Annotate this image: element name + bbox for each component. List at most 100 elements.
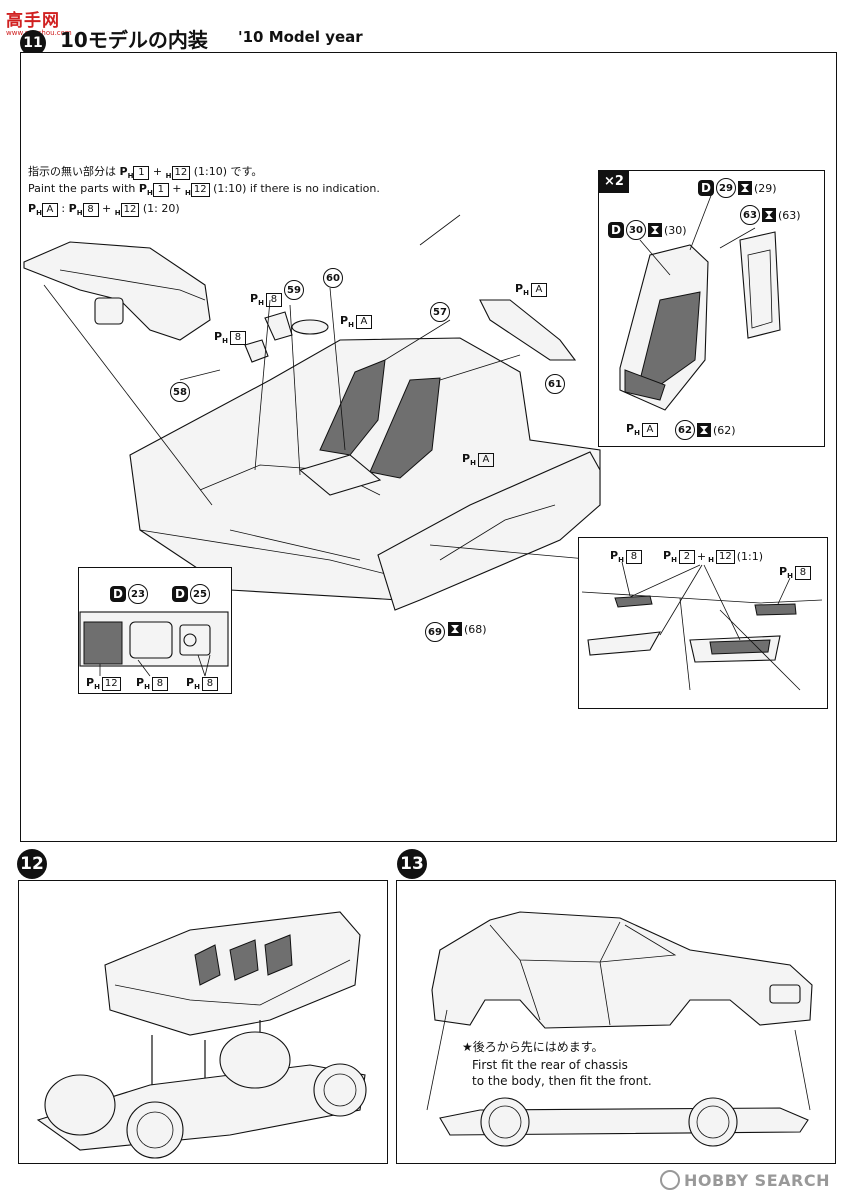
console-decal-25: D 25 [172, 584, 210, 604]
seat-paint-63: 63 (63) [740, 205, 801, 225]
note-en-suffix: (1:10) if there is no indication. [213, 182, 380, 195]
paint-box-8: 8 [265, 292, 282, 307]
decal-icon [448, 622, 462, 636]
paint-code-h: H [165, 172, 172, 181]
paint-box-8: 8 [794, 565, 811, 580]
paint-code-ph: PH [68, 202, 83, 218]
seat-multiplier-badge: ×2 [599, 171, 629, 193]
paint-code-ph: PH [186, 676, 200, 692]
paint-code-ph: PH [214, 330, 228, 346]
part-number-63: 63 [740, 205, 760, 225]
paint-code-ph: PH [138, 182, 153, 198]
note-en-prefix: Paint the parts with [28, 182, 136, 195]
page-title-en: '10 Model year [238, 28, 363, 46]
paint-box-8: 8 [229, 330, 246, 345]
part-number-59: 59 [284, 280, 304, 300]
decal-icon [738, 181, 752, 195]
paint-box-12: 12 [716, 549, 735, 564]
door-decal-label: (68) [448, 622, 487, 636]
door-ratio: (1:1) [736, 550, 764, 564]
paint-box-a: A [477, 452, 494, 467]
paint-code-ph: PH [462, 452, 476, 468]
part-number-57: 57 [430, 302, 450, 322]
paint-code-h: H [114, 209, 121, 218]
paint-code-ph: PH [340, 314, 354, 330]
paint-code-ph: PH [250, 292, 264, 308]
step-13-note-en-2: to the body, then fit the front. [472, 1074, 652, 1088]
watermark-logo-icon [660, 1170, 680, 1190]
step-12-number: 12 [17, 849, 47, 879]
paint-box-a: A [530, 282, 547, 297]
paint-box-a: A [641, 422, 658, 437]
decal-sheet-d-icon: D [608, 222, 624, 238]
paint-box-2: 2 [678, 549, 695, 564]
front-seat-shape [319, 359, 386, 456]
door-detail-box [578, 537, 828, 709]
paint-code-ph: PH [779, 565, 793, 581]
paint-box-1: 1 [133, 166, 150, 180]
watermark-text: HOBBY SEARCH [684, 1170, 830, 1190]
decal-sheet-d-icon: D [172, 586, 188, 602]
paint-box-12: 12 [101, 676, 121, 691]
paint-box-8: 8 [201, 676, 218, 691]
shifter-part [244, 339, 269, 363]
note-jp-text: 指示の無い部分は [28, 165, 116, 178]
decal-ref-30: (30) [664, 223, 687, 237]
step-13-number: 13 [397, 849, 427, 879]
note-jp-suffix: (1:10) です。 [193, 165, 263, 178]
decal-ref-62: (62) [713, 423, 736, 437]
ratio-text: (1: 20) [142, 202, 180, 215]
rear-shelf-shape [479, 299, 577, 361]
decal-ref-29: (29) [754, 181, 777, 195]
paint-box-8: 8 [625, 549, 642, 564]
paint-box-1: 1 [152, 183, 169, 197]
part-number-25: 25 [190, 584, 210, 604]
step-13-note-jp: ★後ろから先にはめます。 [462, 1040, 604, 1054]
part-number-60: 60 [323, 268, 343, 288]
part-number-62: 62 [675, 420, 695, 440]
paint-code-ph: PH [515, 282, 529, 298]
paint-code-ph: PH [119, 165, 134, 181]
part-number-61: 61 [545, 374, 565, 394]
paint-code-ph: PH [663, 549, 677, 565]
decal-sheet-d-icon: D [698, 180, 714, 196]
paint-code-h: H [708, 556, 714, 565]
part-number-29: 29 [716, 178, 736, 198]
part-number-69: 69 [425, 622, 445, 642]
decal-ref-63: (63) [778, 208, 801, 222]
paint-code-ph: PH [136, 676, 150, 692]
paint-box-8: 8 [82, 203, 99, 217]
decal-icon [762, 208, 776, 222]
part-number-30: 30 [626, 220, 646, 240]
paint-box-a: A [355, 314, 372, 329]
paint-box-12: 12 [171, 166, 191, 180]
paint-code-h: H [185, 189, 191, 198]
door-decal-ref: (68) [464, 622, 487, 636]
decal-icon [648, 223, 662, 237]
console-decal-23: D 23 [110, 584, 148, 604]
door-panel-shape [377, 451, 601, 611]
page-title-jp: 10モデルの内装 [60, 28, 208, 52]
paint-box-a: A [41, 203, 58, 217]
paint-code-ph: PH [28, 202, 42, 218]
paint-box-8: 8 [151, 676, 168, 691]
rear-seat-shape [369, 377, 441, 479]
paint-box-12: 12 [120, 203, 140, 217]
paint-code-ph: PH [626, 422, 640, 438]
seat-paint-30: D 30 (30) [608, 220, 687, 240]
paint-code-ph: PH [610, 549, 624, 565]
